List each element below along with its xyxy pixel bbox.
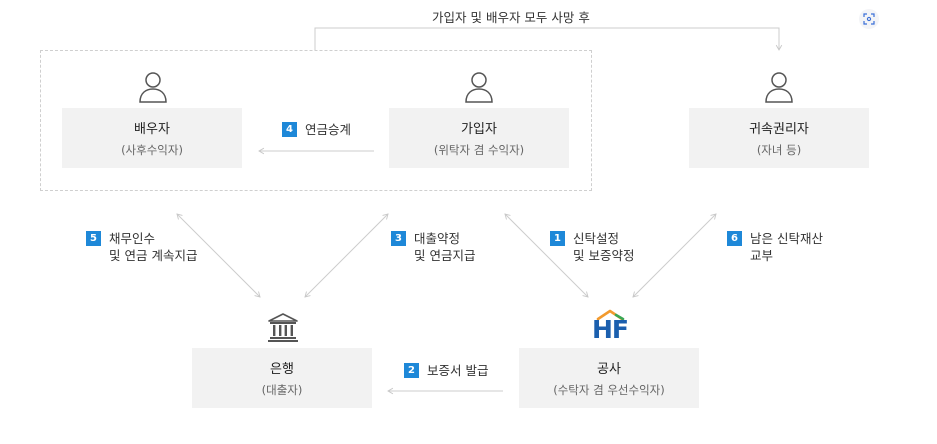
node-bank: 은행 (대출자) (192, 348, 372, 408)
node-subtitle: (위탁자 겸 수익자) (433, 143, 525, 157)
step-text: 보증서 발급 (427, 363, 489, 378)
household-group (40, 50, 592, 191)
step-text-line1: 남은 신탁재산 (750, 231, 823, 246)
step-5-label: 5 채무인수 및 연금 계속지급 (86, 230, 197, 264)
node-heir: 귀속권리자 (자녀 등) (689, 108, 869, 168)
step-number-badge: 6 (727, 231, 742, 246)
person-icon (765, 72, 793, 103)
node-subtitle: (수탁자 겸 우선수익자) (553, 383, 665, 397)
step-text-line2: 및 보증약정 (573, 248, 635, 263)
node-title: 배우자 (134, 122, 170, 137)
node-spouse: 배우자 (사후수익자) (62, 108, 242, 168)
connector-step-5 (176, 213, 261, 298)
node-subtitle: (사후수익자) (121, 143, 183, 157)
step-text-line2: 교부 (750, 248, 774, 263)
step-1-label: 1 신탁설정 및 보증약정 (550, 230, 634, 264)
hf-logo-text: HF (592, 315, 629, 344)
connector-step-1 (504, 213, 589, 298)
step-text-line1: 대출약정 (414, 231, 461, 246)
bank-icon (268, 313, 298, 342)
step-number-badge: 1 (550, 231, 565, 246)
connector-death-to-heir (314, 27, 783, 51)
hf-logo: HF (590, 309, 630, 343)
node-subscriber: 가입자 (위탁자 겸 수익자) (389, 108, 569, 168)
step-3-label: 3 대출약정 및 연금지급 (391, 230, 475, 264)
node-subtitle: (대출자) (261, 383, 303, 397)
step-6-label: 6 남은 신탁재산 교부 (727, 230, 823, 264)
step-number-badge: 5 (86, 231, 101, 246)
step-text-line1: 신탁설정 (573, 231, 620, 246)
node-corporation: 공사 (수탁자 겸 우선수익자) (519, 348, 699, 408)
node-title: 은행 (270, 362, 294, 377)
person-icon (465, 72, 493, 103)
screen-capture-icon[interactable] (859, 9, 879, 29)
step-4-label: 4 연금승계 (282, 121, 351, 138)
step-number-badge: 3 (391, 231, 406, 246)
step-text-line2: 및 연금지급 (414, 248, 476, 263)
step-2-label: 2 보증서 발급 (404, 362, 488, 379)
node-title: 귀속권리자 (749, 122, 809, 137)
node-title: 가입자 (461, 122, 497, 137)
step-text-line1: 채무인수 (109, 231, 156, 246)
step-number-badge: 4 (282, 122, 297, 137)
step-text-line2: 및 연금 계속지급 (109, 248, 198, 263)
connector-step-6 (632, 213, 717, 298)
top-label: 가입자 및 배우자 모두 사망 후 (432, 10, 590, 25)
step-number-badge: 2 (404, 363, 419, 378)
node-title: 공사 (597, 362, 621, 377)
step-text: 연금승계 (305, 122, 352, 137)
person-icon (139, 72, 167, 103)
node-subtitle: (자녀 등) (756, 143, 802, 157)
connector-step-3 (304, 213, 389, 298)
